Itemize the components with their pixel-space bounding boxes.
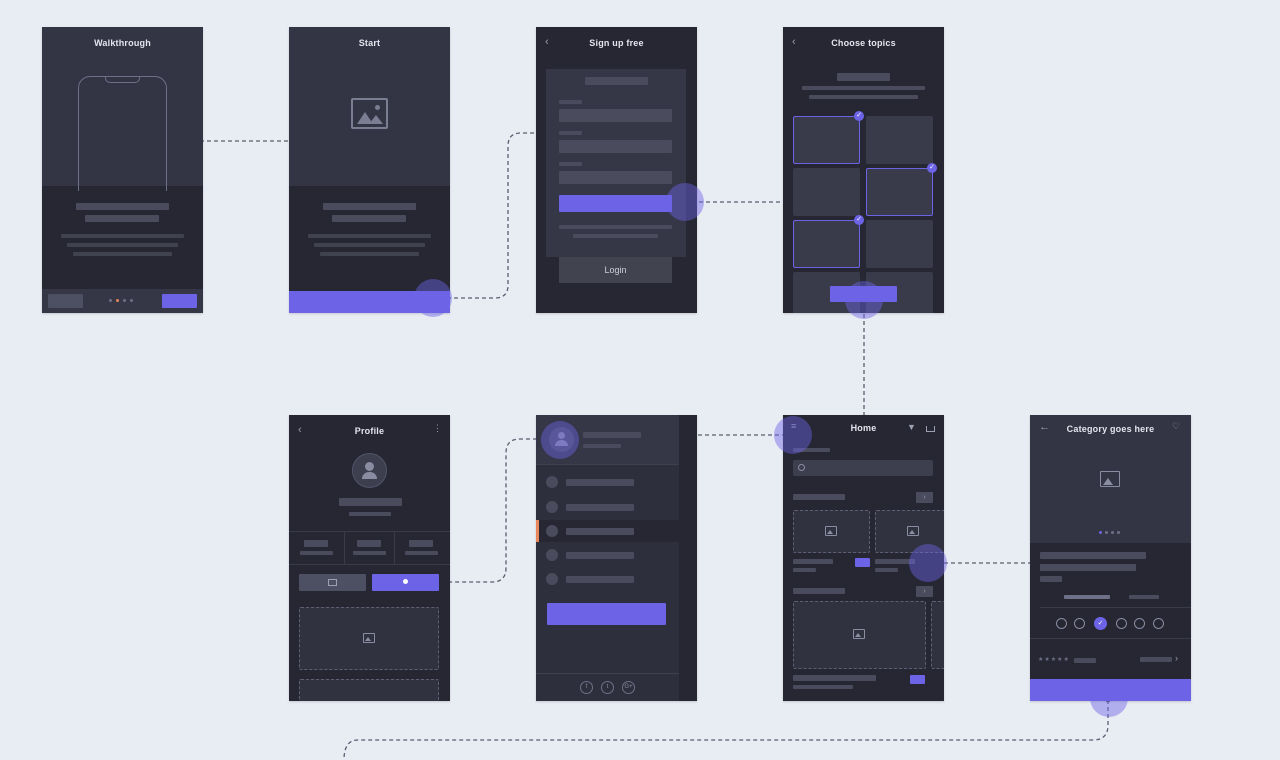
menu-item[interactable] [566, 552, 634, 559]
screen-title: Sign up free [589, 38, 644, 48]
mail-icon [328, 579, 337, 586]
image-placeholder-icon [853, 629, 865, 639]
see-all-button[interactable]: › [916, 492, 933, 503]
star-rating: ★★★★★ [1038, 657, 1070, 663]
color-option[interactable] [1074, 618, 1085, 629]
phone-outline-icon [78, 76, 167, 191]
topic-tile[interactable] [866, 220, 933, 268]
hotspot [909, 544, 947, 582]
topic-tile[interactable] [793, 116, 860, 164]
see-all-button[interactable]: › [916, 586, 933, 597]
hotspot [414, 279, 452, 317]
login-button[interactable]: Login [559, 257, 672, 283]
back-arrow-icon[interactable]: ‹ [792, 36, 796, 48]
user-tab[interactable] [372, 574, 439, 591]
color-option[interactable] [1056, 618, 1067, 629]
filter-icon[interactable]: ▼ [907, 422, 916, 432]
user-icon [403, 579, 408, 584]
screen-signup: ‹ Sign up free Login [536, 27, 697, 313]
mail-tab[interactable] [299, 574, 366, 591]
image-placeholder-icon [825, 526, 837, 536]
skip-button[interactable] [48, 294, 83, 308]
check-icon: ✓ [854, 215, 864, 225]
image-placeholder-icon [907, 526, 919, 536]
basket-icon[interactable] [926, 426, 935, 432]
chevron-right-icon[interactable]: › [1175, 653, 1178, 663]
screen-title: Choose topics [831, 38, 896, 48]
image-placeholder-icon [363, 633, 375, 643]
image-placeholder-icon [1100, 471, 1120, 487]
screen-title: Home [850, 423, 877, 433]
google-plus-icon[interactable]: G+ [622, 681, 635, 694]
get-started-button[interactable] [289, 291, 450, 313]
screen-title: Profile [354, 426, 385, 436]
heart-icon[interactable]: ♡ [1172, 421, 1181, 431]
password-field[interactable] [559, 171, 672, 184]
next-button[interactable] [162, 294, 197, 308]
signup-button[interactable] [559, 195, 672, 212]
add-to-cart-button[interactable] [910, 675, 925, 684]
menu-item[interactable] [566, 479, 634, 486]
color-option[interactable] [1116, 618, 1127, 629]
topic-tile[interactable] [866, 116, 933, 164]
email-field[interactable] [559, 140, 672, 153]
topic-tile[interactable] [793, 168, 860, 216]
screen-title: Start [358, 38, 381, 48]
screen-home: ≡ Home ▼ › › [783, 415, 944, 701]
avatar [352, 453, 387, 488]
menu-item[interactable] [566, 576, 634, 583]
hotspot [774, 416, 812, 454]
add-to-cart-button[interactable] [855, 558, 870, 567]
back-arrow-icon[interactable]: ← [1039, 421, 1050, 433]
check-icon: ✓ [854, 111, 864, 121]
menu-item[interactable] [566, 504, 634, 511]
topic-tile[interactable] [793, 220, 860, 268]
screen-profile: ‹ Profile ⋮ [289, 415, 450, 701]
screen-title: Category goes here [1066, 424, 1155, 434]
continue-button[interactable] [830, 286, 897, 302]
add-to-basket-button[interactable] [1030, 679, 1191, 701]
color-option-selected[interactable]: ✓ [1094, 617, 1107, 630]
color-option[interactable] [1134, 618, 1145, 629]
screen-topics: ‹ Choose topics ✓ ✓ ✓ [783, 27, 944, 313]
facebook-icon[interactable]: f [580, 681, 593, 694]
back-arrow-icon[interactable]: ‹ [545, 36, 549, 48]
screen-walkthrough: Walkthrough [42, 27, 203, 313]
check-icon: ✓ [927, 163, 937, 173]
pager-dots [109, 299, 137, 303]
twitter-icon[interactable]: t [601, 681, 614, 694]
menu-cta-button[interactable] [547, 603, 666, 625]
hotspot [845, 281, 883, 319]
more-icon[interactable]: ⋮ [433, 423, 442, 433]
image-placeholder [299, 679, 439, 701]
screen-start: Start [289, 27, 450, 313]
menu-icon[interactable]: ≡ [791, 421, 797, 431]
search-icon [798, 464, 805, 471]
hotspot [666, 183, 704, 221]
hotspot [1090, 679, 1128, 717]
avatar[interactable] [549, 427, 574, 452]
color-option[interactable] [1153, 618, 1164, 629]
back-arrow-icon[interactable]: ‹ [298, 424, 302, 436]
image-placeholder-icon [351, 98, 388, 129]
search-input[interactable] [793, 460, 933, 476]
screen-title: Walkthrough [94, 38, 151, 48]
name-field[interactable] [559, 109, 672, 122]
topic-tile[interactable] [866, 168, 933, 216]
menu-item-active[interactable] [566, 528, 634, 535]
product-card-image[interactable] [931, 601, 944, 669]
hotspot [541, 421, 579, 459]
screen-category: ← Category goes here ♡ ✓ ★★★★★ › [1030, 415, 1191, 701]
screen-menu: f t G+ [536, 415, 697, 701]
carousel-dots [1099, 531, 1123, 534]
